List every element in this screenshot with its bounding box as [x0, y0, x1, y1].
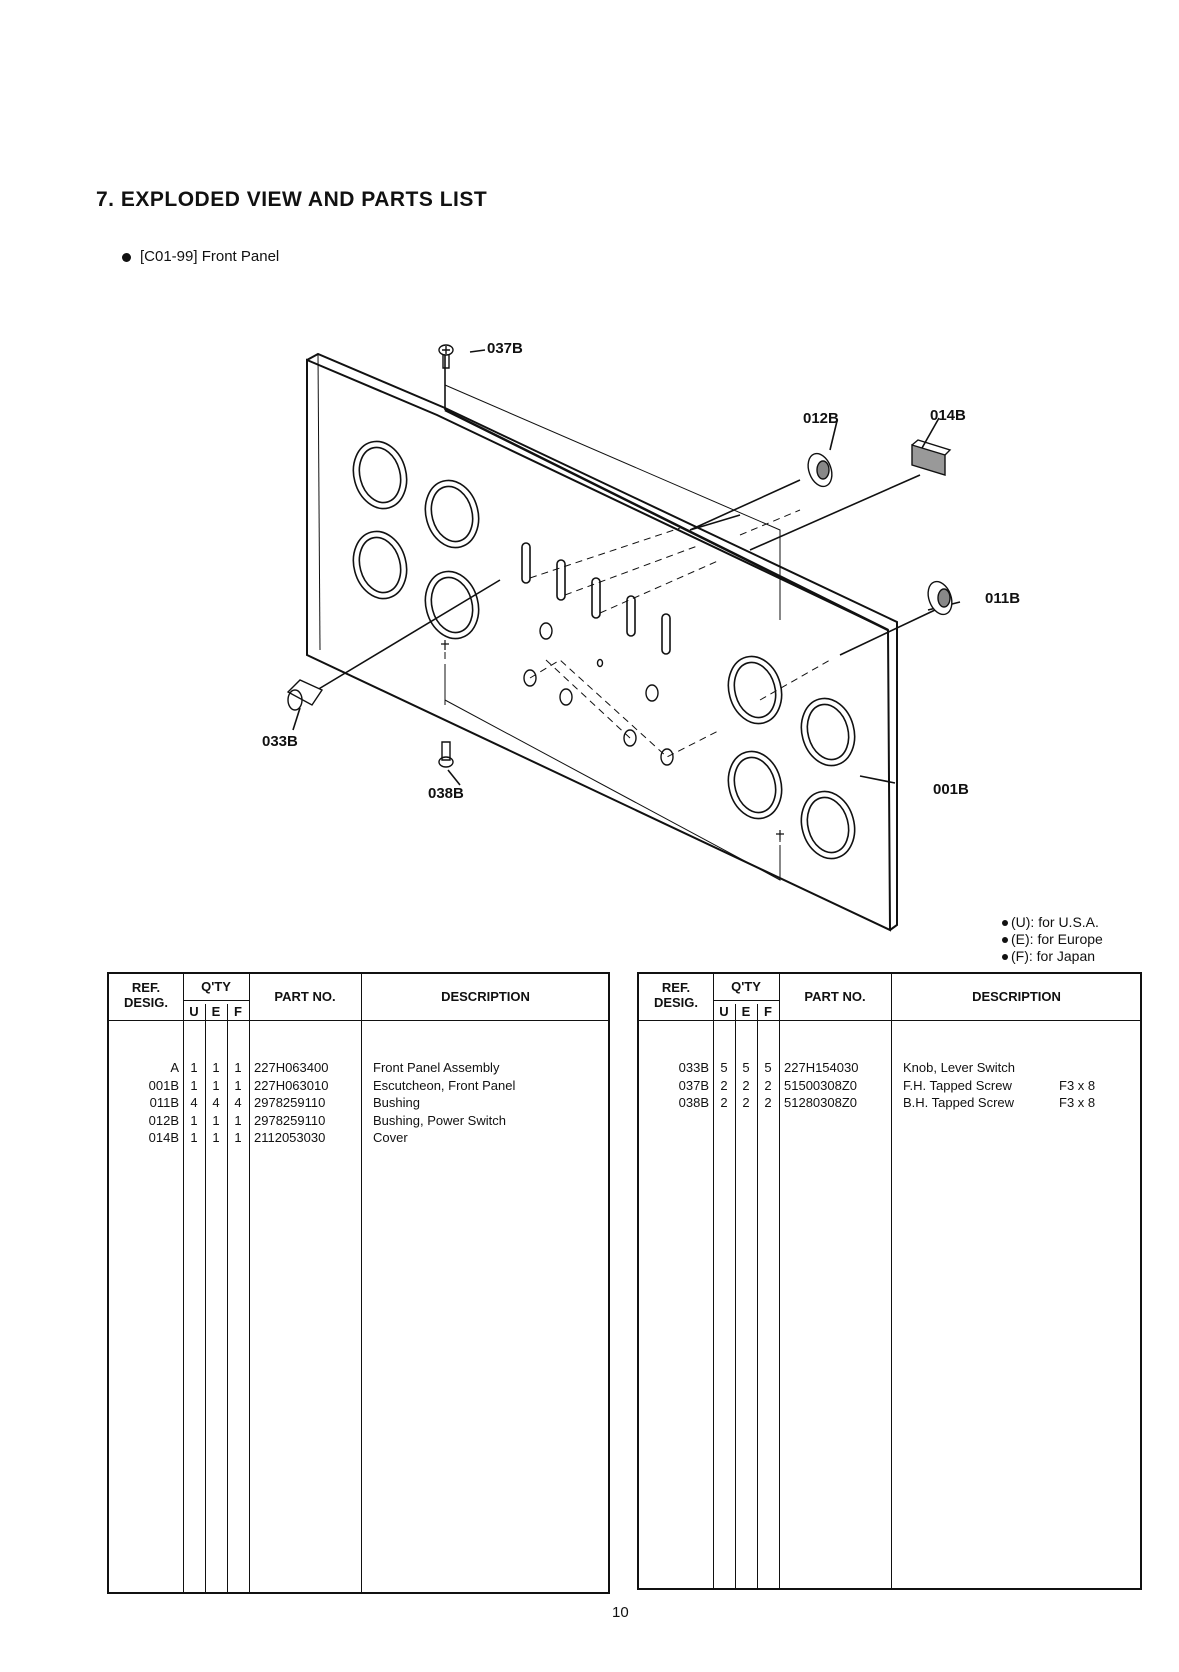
cell-e: 1 — [212, 1060, 220, 1075]
bushing-012b — [807, 452, 833, 488]
header-e: E — [741, 1004, 751, 1019]
header-description: DESCRIPTION — [972, 989, 1061, 1004]
legend-item: (U): for U.S.A. — [1002, 914, 1103, 931]
bullet-icon — [1002, 954, 1008, 961]
screw-038b — [438, 741, 454, 768]
cell-u: 1 — [190, 1130, 198, 1145]
callout-038b: 038B — [428, 785, 464, 802]
header-qty: Q'TY — [201, 979, 231, 994]
callout-037b: 037B — [487, 340, 523, 357]
cell-e: 1 — [212, 1112, 220, 1128]
header-f: F — [764, 1004, 772, 1019]
header-e: E — [211, 1004, 221, 1019]
cell-part: 2978259110 — [254, 1112, 326, 1128]
header-part-no: PART NO. — [274, 989, 336, 1004]
screw-037b — [438, 344, 454, 369]
cell-e: 5 — [742, 1060, 750, 1075]
page-title: 7. EXPLODED VIEW AND PARTS LIST — [96, 188, 488, 211]
cell-desc: Bushing — [373, 1095, 420, 1110]
header-description: DESCRIPTION — [441, 989, 530, 1004]
cell-part: 51280308Z0 — [784, 1095, 858, 1110]
section-subtitle-text: [C01-99] Front Panel — [140, 248, 280, 265]
exploded-view-diagram — [286, 344, 961, 932]
section-subtitle: [C01-99] Front Panel — [122, 248, 279, 265]
cell-ref: 033B — [678, 1060, 709, 1075]
cell-part: 227H063010 — [254, 1077, 329, 1093]
cell-desc: Cover — [373, 1130, 408, 1145]
cell-note: F3 x 8 — [1059, 1077, 1096, 1093]
callout-014b: 014B — [930, 407, 966, 424]
cell-ref: A — [170, 1060, 179, 1075]
legend-item: (F): for Japan — [1002, 948, 1103, 965]
header-f: F — [234, 1004, 242, 1019]
cell-ref: 038B — [678, 1095, 709, 1110]
cell-f: 1 — [234, 1077, 242, 1093]
cell-part: 2112053030 — [254, 1130, 326, 1145]
cell-desc: Bushing, Power Switch — [373, 1112, 506, 1128]
cell-f: 2 — [764, 1077, 772, 1093]
cell-f: 5 — [764, 1060, 772, 1075]
callout-012b: 012B — [803, 410, 839, 427]
panel-openings — [352, 440, 856, 860]
cell-e: 4 — [212, 1095, 220, 1110]
cell-u: 2 — [720, 1095, 728, 1110]
header-ref: REF. DESIG. — [123, 980, 169, 1010]
cell-desc: B.H. Tapped Screw — [903, 1095, 1015, 1110]
callout-033b: 033B — [262, 733, 298, 750]
page-number: 10 — [612, 1604, 629, 1621]
cell-desc: F.H. Tapped Screw — [903, 1077, 1012, 1093]
cell-f: 1 — [234, 1112, 242, 1128]
cover-014b — [911, 439, 952, 476]
cell-u: 4 — [190, 1095, 198, 1110]
bullet-icon — [1002, 937, 1008, 944]
parts-table-right: REF. DESIG. Q'TY U E F PART NO. DESCRIPT… — [637, 972, 1142, 1590]
cell-u: 1 — [190, 1060, 198, 1075]
header-ref: REF. DESIG. — [653, 980, 699, 1010]
cell-e: 1 — [212, 1130, 220, 1145]
cell-e: 2 — [742, 1095, 750, 1110]
header-u: U — [189, 1004, 199, 1019]
switch-holes — [523, 622, 674, 766]
cell-u: 5 — [720, 1060, 728, 1075]
cell-f: 1 — [234, 1130, 242, 1145]
cell-u: 1 — [190, 1112, 198, 1128]
cell-desc: Knob, Lever Switch — [903, 1060, 1016, 1075]
callout-001b: 001B — [933, 781, 969, 798]
cell-part: 227H063400 — [254, 1060, 329, 1075]
cell-e: 1 — [212, 1077, 220, 1093]
cell-ref: 011B — [149, 1095, 179, 1110]
callout-011b: 011B — [985, 590, 1021, 607]
lever-slots — [521, 542, 671, 655]
cell-desc: Front Panel Assembly — [373, 1060, 500, 1075]
cell-f: 1 — [234, 1060, 242, 1075]
bullet-icon — [1002, 920, 1008, 927]
cell-ref: 014B — [148, 1130, 179, 1145]
cell-ref: 001B — [148, 1077, 179, 1093]
header-part-no: PART NO. — [804, 989, 866, 1004]
cell-part: 227H154030 — [784, 1060, 859, 1075]
region-legend: (U): for U.S.A. (E): for Europe (F): for… — [1002, 914, 1103, 965]
cell-f: 4 — [234, 1095, 242, 1110]
header-qty: Q'TY — [731, 979, 761, 994]
cell-note: F3 x 8 — [1059, 1095, 1096, 1110]
cell-part: 51500308Z0 — [784, 1077, 858, 1093]
cell-u: 1 — [190, 1077, 198, 1093]
cell-ref: 012B — [148, 1112, 179, 1128]
cell-part: 2978259110 — [254, 1095, 326, 1110]
legend-item: (E): for Europe — [1002, 931, 1103, 948]
bullet-icon — [122, 252, 131, 262]
cell-desc: Escutcheon, Front Panel — [373, 1077, 516, 1093]
parts-table-left: REF. DESIG. Q'TY U E F PART NO. DESCRIPT… — [107, 972, 610, 1594]
front-panel-outline — [306, 358, 892, 932]
header-u: U — [719, 1004, 729, 1019]
bushing-011b — [927, 580, 953, 616]
cell-f: 2 — [764, 1095, 772, 1110]
cell-ref: 037B — [678, 1077, 709, 1093]
cell-e: 2 — [742, 1077, 750, 1093]
cell-u: 2 — [720, 1077, 728, 1093]
knob-033b — [286, 679, 324, 711]
